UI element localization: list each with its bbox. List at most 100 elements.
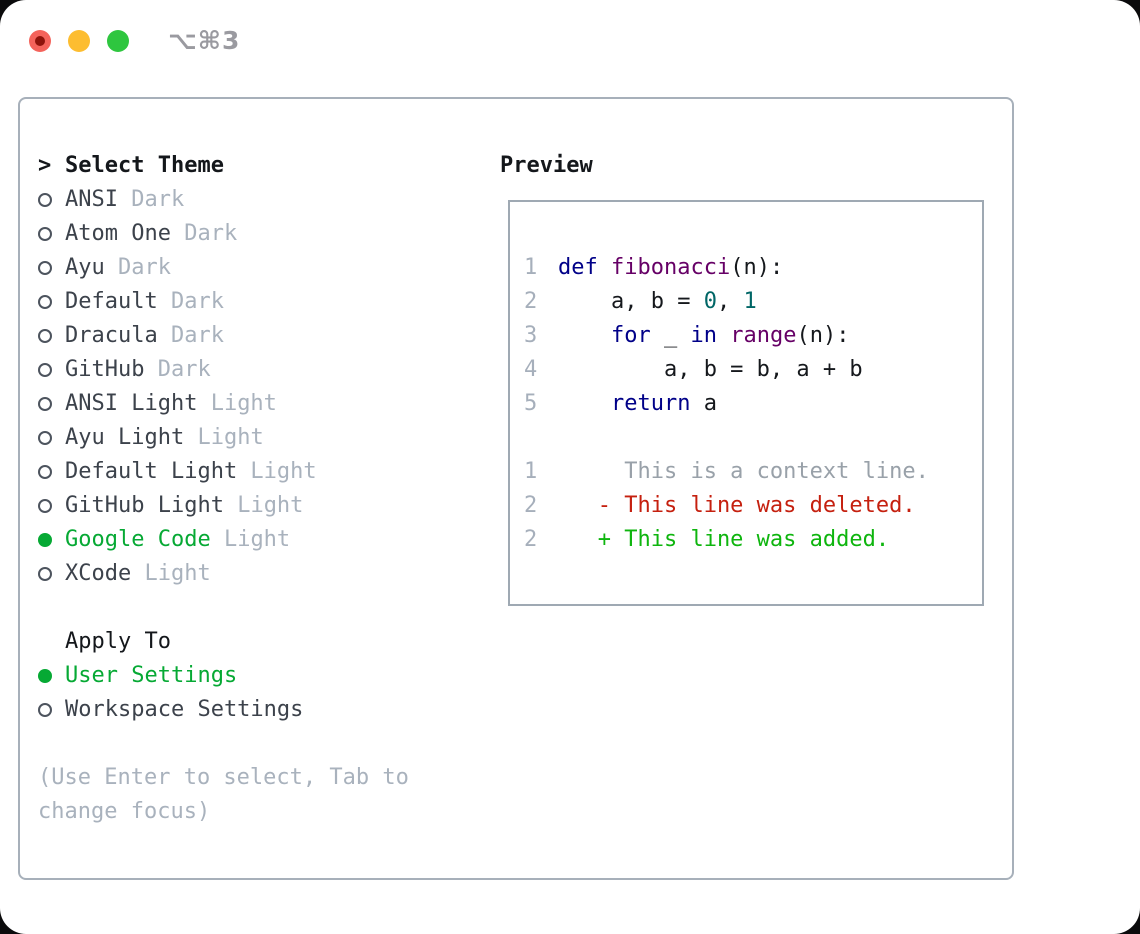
theme-variant: Light [131,561,211,586]
theme-name: GitHub [65,357,145,382]
selected-radio-icon [38,659,65,693]
theme-name: ANSI Light [65,391,198,416]
focus-caret-icon: > [38,153,52,178]
apply-option-user-settings[interactable]: User Settings [38,659,430,693]
theme-variant: Dark [117,187,185,212]
preview-header: Preview [500,153,593,178]
theme-option-ansi-light[interactable]: ANSI Light Light [38,387,430,421]
diff-text: - This line was deleted. [558,493,916,518]
theme-variant: Light [184,425,264,450]
radio-circle [38,295,52,309]
radio-circle [38,431,52,445]
theme-variant: Dark [104,255,171,280]
maximize-button[interactable] [107,29,129,52]
radio-icon [38,183,65,217]
theme-variant: Light [237,459,317,484]
code-line: 5 return a [524,387,982,421]
token-plain: (n): [730,255,784,280]
titlebar: ⌥⌘3 [29,26,240,55]
theme-name: Ayu [65,255,105,280]
theme-variant: Light [210,527,291,552]
apply-option-label: User Settings [65,663,238,688]
line-number: 1 [524,255,538,280]
theme-option-google-code[interactable]: Google Code Light [38,523,430,557]
theme-variant: Dark [157,289,224,314]
diff-block: 1 This is a context line.2 - This line w… [524,455,982,557]
line-number: 2 [524,289,538,314]
line-number: 1 [524,459,538,484]
theme-option-github[interactable]: GitHub Dark [38,353,430,387]
theme-option-atom-one[interactable]: Atom One Dark [38,217,430,251]
code-text: return a [558,387,717,421]
theme-name: Default Light [65,459,238,484]
code-text: for _ in range(n): [558,319,849,353]
radio-circle [38,465,52,479]
apply-to-indent [38,625,65,659]
diff-text: + This line was added. [558,527,890,552]
hint-text: (Use Enter to select, Tab to change focu… [38,765,409,824]
diff-line-context: 1 This is a context line. [524,455,982,489]
code-text: def fibonacci(n): [558,251,783,285]
code-line: 3 for _ in range(n): [524,319,982,353]
selected-radio-icon [38,523,65,557]
radio-icon [38,557,65,591]
theme-name: ANSI [65,187,118,212]
radio-icon [38,217,65,251]
diff-line-deleted: 2 - This line was deleted. [524,489,982,523]
radio-icon [38,489,65,523]
theme-option-ayu-light[interactable]: Ayu Light Light [38,421,430,455]
theme-name: XCode [65,561,132,586]
theme-option-default[interactable]: Default Dark [38,285,430,319]
token-keyword: def [558,255,611,280]
theme-variant: Light [223,493,304,518]
line-number: 5 [524,391,538,416]
token-plain: (n): [796,323,850,348]
radio-circle [38,669,52,683]
theme-option-default-light[interactable]: Default Light Light [38,455,430,489]
theme-variant: Light [197,391,277,416]
apply-to-header: Apply To [38,625,430,659]
apply-option-workspace-settings[interactable]: Workspace Settings [38,693,430,727]
radio-circle [38,363,52,377]
theme-option-ansi[interactable]: ANSI Dark [38,183,430,217]
theme-option-ayu[interactable]: Ayu Dark [38,251,430,285]
radio-icon [38,251,65,285]
token-plain: a, b = b, a + b [558,357,863,382]
spacer [38,727,430,761]
radio-circle [38,329,52,343]
diff-text: This is a context line. [558,459,929,484]
token-plain [558,391,611,416]
theme-option-xcode[interactable]: XCode Light [38,557,430,591]
code-line: 2 a, b = 0, 1 [524,285,982,319]
token-plain: a [690,391,717,416]
radio-icon [38,455,65,489]
theme-option-dracula[interactable]: Dracula Dark [38,319,430,353]
line-number: 2 [524,493,538,518]
radio-circle [38,567,52,581]
theme-option-github-light[interactable]: GitHub Light Light [38,489,430,523]
token-plain [717,323,730,348]
theme-variant: Dark [170,221,238,246]
minimize-button[interactable] [68,29,90,52]
select-theme-header: > Select Theme [38,149,430,183]
token-keyword: return [610,391,691,416]
close-button[interactable] [29,29,51,52]
blank-line [524,421,982,455]
radio-circle [38,397,52,411]
radio-circle [38,499,52,513]
select-theme-label: Select Theme [65,153,224,178]
close-dot-icon [35,35,45,46]
token-plain: , [716,289,744,314]
theme-name: Ayu Light [65,425,185,450]
code-text: a, b = b, a + b [558,353,863,387]
code-text: a, b = 0, 1 [558,285,757,319]
code-line: 1 def fibonacci(n): [524,251,982,285]
token-literal: 0 [703,289,717,314]
radio-icon [38,387,65,421]
radio-circle [38,703,52,717]
